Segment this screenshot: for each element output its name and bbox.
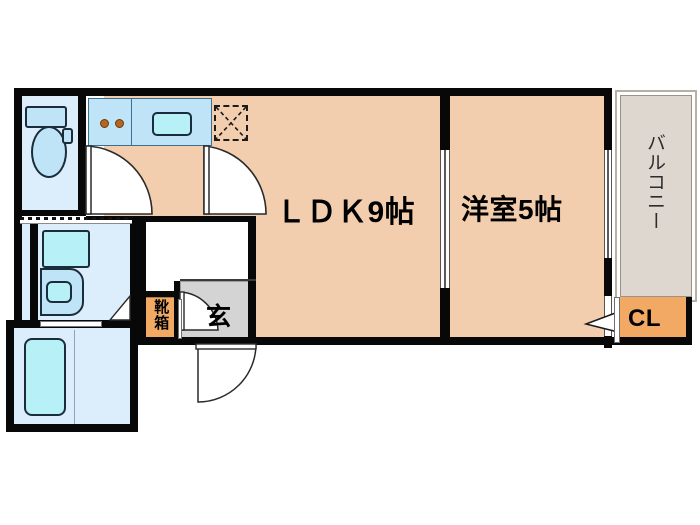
wall-closet-right: [686, 297, 692, 345]
balcony-floor: [620, 95, 692, 297]
wall-hall-bottom: [138, 337, 256, 345]
bath-door[interactable]: [40, 321, 102, 327]
wall-left-lower: [6, 326, 14, 432]
bathtub-icon: [24, 338, 66, 416]
wall-right-upper: [604, 88, 612, 150]
closet-area: [620, 297, 692, 343]
vanity-mirror-icon: [42, 230, 90, 268]
shoebox-label-c1: 靴: [154, 299, 170, 316]
wall-genkan-left: [174, 281, 180, 341]
shoebox-label-c2: 箱: [154, 315, 170, 332]
washroom-folding-door[interactable]: [20, 217, 132, 220]
genkan-inner-door-swing[interactable]: [179, 290, 220, 332]
wall-bottom-right: [440, 337, 692, 345]
wall-shoebox-top: [138, 291, 180, 297]
closet-label: CL: [628, 305, 661, 332]
toilet-lever-icon: [62, 128, 73, 144]
washroom-hall-door-swing[interactable]: [108, 294, 132, 322]
balcony-window-rail: [607, 150, 609, 258]
toilet-tank-icon: [25, 106, 67, 128]
refrigerator-cross-icon: [215, 106, 247, 140]
kitchen-sink-icon: [152, 112, 192, 136]
wall-right-mid: [604, 258, 612, 296]
wall-left-upper: [14, 88, 22, 218]
wall-left-mid: [14, 216, 22, 328]
wall-vanity-left: [30, 222, 38, 322]
washroom-door-panel: [20, 220, 132, 224]
refrigerator-space-icon: [214, 105, 248, 141]
toilet-bowl-icon: [31, 126, 67, 178]
wall-hall-left: [138, 216, 146, 344]
balcony-label: バルコニー: [644, 133, 665, 231]
wall-partition-upper: [440, 88, 450, 150]
shoebox-label: 靴 箱: [148, 300, 176, 332]
toilet-door-swing[interactable]: [85, 145, 153, 216]
wall-partition-lower: [440, 288, 450, 345]
closet-door-panel: [614, 297, 620, 343]
stove-burner-left-icon: [100, 119, 109, 128]
entrance-door-swing[interactable]: [195, 343, 262, 406]
ldk-door-swing[interactable]: [203, 145, 267, 216]
stove-burner-right-icon: [115, 119, 124, 128]
washitsu-floor: [450, 95, 610, 343]
kitchen-counter-divider: [131, 98, 132, 146]
washitsu-label: 洋室5帖: [461, 194, 563, 225]
bath-zone-divider: [74, 330, 75, 424]
genkan-label: 玄: [206, 303, 232, 331]
wall-bath-bottom: [6, 424, 138, 432]
ldk-label: ＬＤＫ9帖: [276, 196, 416, 229]
vanity-basin-icon: [46, 281, 72, 303]
wall-ldk-bottom-right: [248, 337, 444, 345]
wall-toilet-right: [78, 88, 86, 214]
shoebox-door-line: [178, 299, 182, 339]
wall-toilet-bottom: [14, 210, 86, 216]
wall-ldk-bottom-mid: [146, 216, 256, 222]
wall-top-outer: [14, 88, 612, 96]
sliding-door-partition-rail: [444, 150, 446, 288]
genkan-step-line: [180, 279, 256, 281]
